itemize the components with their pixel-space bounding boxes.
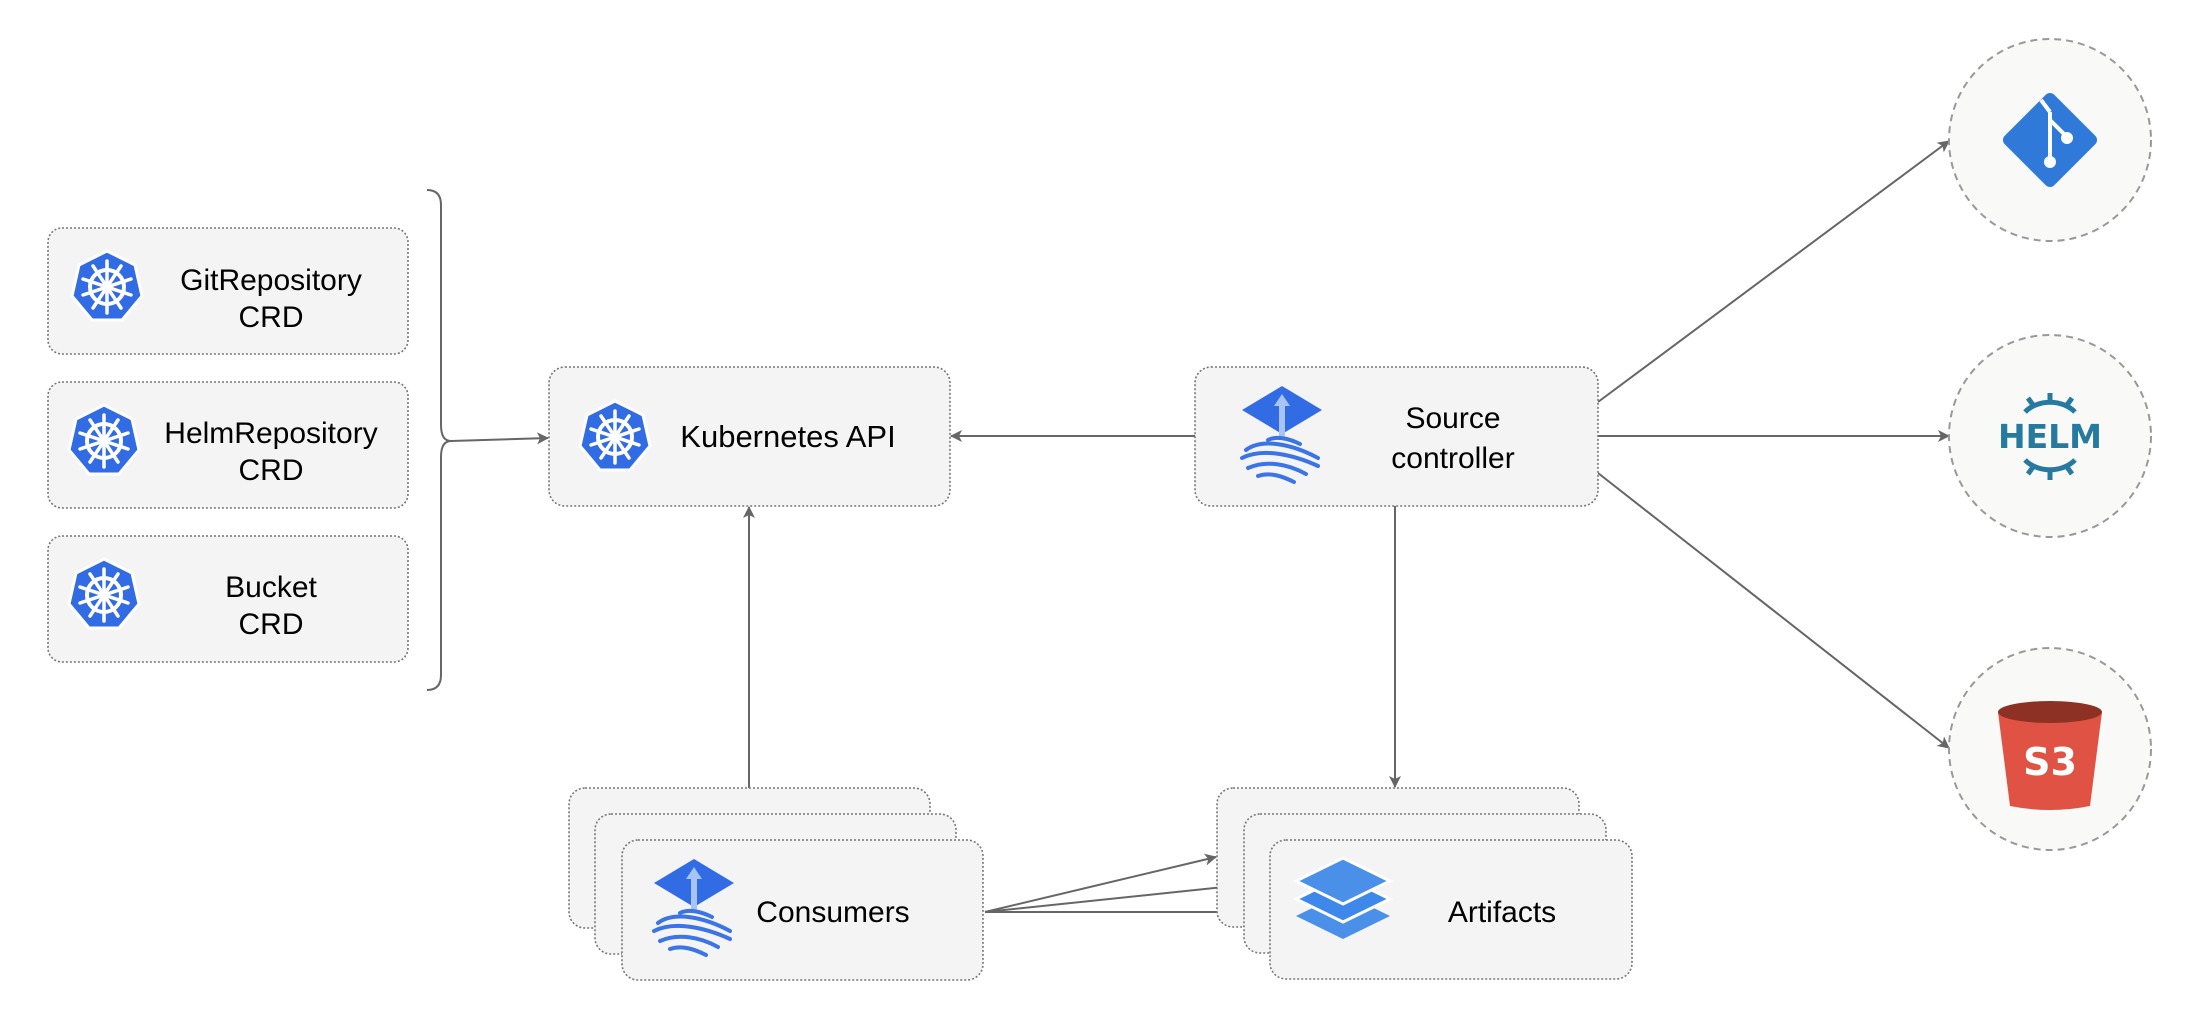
node-label: Kubernetes API xyxy=(680,419,895,454)
edge-consumers-to-artifacts-1 xyxy=(984,853,1217,913)
node-label: Consumers xyxy=(756,896,909,929)
node-consumers[interactable]: Consumers xyxy=(568,787,984,981)
node-label: CRD xyxy=(239,454,304,487)
node-kubernetes-api[interactable]: Kubernetes API xyxy=(548,366,951,507)
s3-bucket-icon: S3 xyxy=(1998,701,2102,810)
edge-source-controller-to-git xyxy=(1597,140,1950,403)
layers-icon xyxy=(1292,856,1394,939)
node-label: Artifacts xyxy=(1448,896,1556,929)
node-label: Bucket xyxy=(225,571,317,604)
edge-crds-to-kubernetes-api xyxy=(450,432,549,445)
edge-consumers-to-artifacts-2 xyxy=(984,880,1244,913)
helm-logo-text: HELM xyxy=(1998,417,2102,456)
node-label: controller xyxy=(1391,442,1514,475)
node-label: CRD xyxy=(239,608,304,641)
node-s3[interactable]: S3 xyxy=(1948,647,2152,851)
node-source-controller[interactable]: Source controller xyxy=(1194,366,1599,507)
node-bucket-crd[interactable]: Bucket CRD xyxy=(47,535,409,663)
crd-brace xyxy=(426,189,452,691)
node-label: CRD xyxy=(239,301,304,334)
git-icon xyxy=(2002,92,2098,188)
node-label: HelmRepository xyxy=(164,417,377,450)
helm-icon xyxy=(2023,393,2077,480)
node-git[interactable] xyxy=(1948,38,2152,242)
s3-logo-text: S3 xyxy=(2023,740,2077,784)
node-label: Source xyxy=(1405,402,1500,435)
node-label: GitRepository xyxy=(180,264,362,297)
node-helm-repository-crd[interactable]: HelmRepository CRD xyxy=(47,381,409,509)
node-helm[interactable]: HELM xyxy=(1948,334,2152,538)
node-artifacts[interactable]: Artifacts xyxy=(1216,787,1633,980)
edge-source-controller-to-s3 xyxy=(1597,472,1950,749)
node-git-repository-crd[interactable]: GitRepository CRD xyxy=(47,227,409,355)
